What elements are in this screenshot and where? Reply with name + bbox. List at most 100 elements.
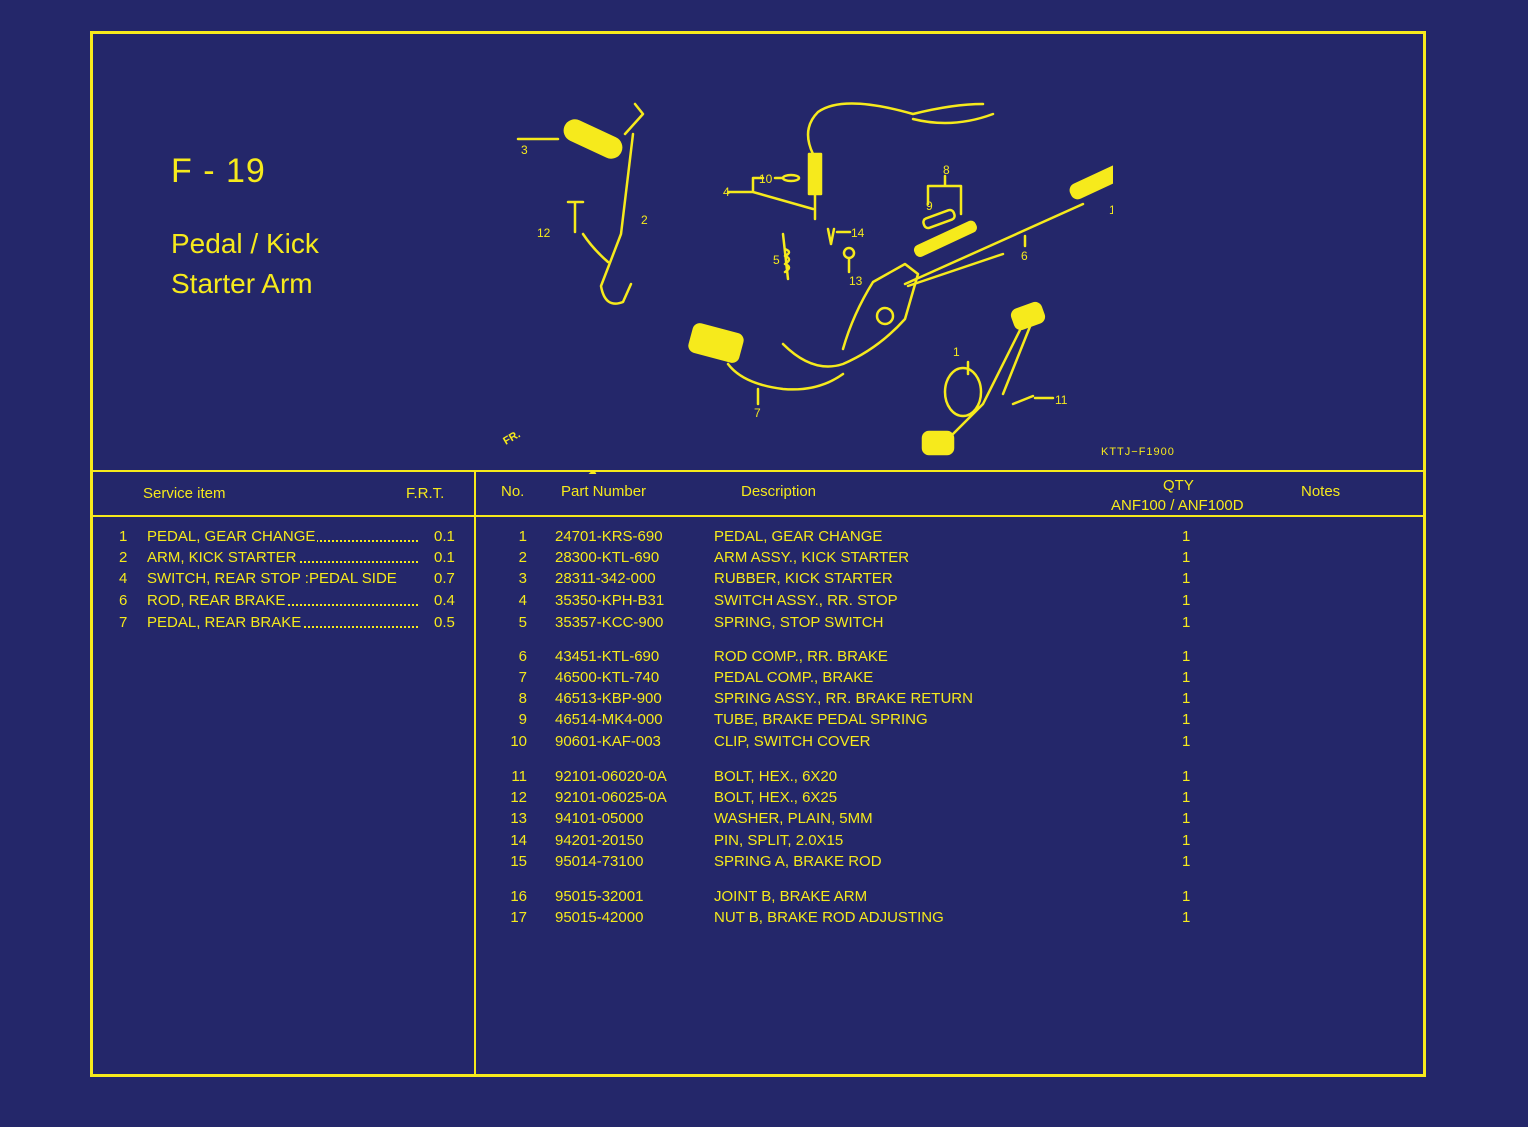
part-description: PEDAL COMP., BRAKE [714, 669, 874, 686]
service-no: 4 [119, 570, 128, 587]
callout-12: 12 [537, 226, 551, 240]
part-number: 35357-KCC-900 [555, 614, 664, 631]
service-no: 1 [119, 528, 128, 545]
service-name: ROD, REAR BRAKE [147, 592, 288, 609]
service-no: 7 [119, 614, 128, 631]
part-description: SPRING A, BRAKE ROD [714, 853, 882, 870]
part-no: 7 [518, 669, 527, 686]
part-qty: 1 [1182, 810, 1191, 827]
part-number: 90601-KAF-003 [555, 733, 661, 750]
service-frt: 0.4 [434, 592, 455, 609]
callout-6: 6 [1021, 249, 1028, 263]
part-description: ROD COMP., RR. BRAKE [714, 648, 888, 665]
service-no: 2 [119, 549, 128, 566]
part-no: 3 [518, 570, 527, 587]
service-name: PEDAL, REAR BRAKE [147, 614, 304, 631]
part-number: 92101-06025-0A [555, 789, 667, 806]
part-no: 11 [511, 768, 527, 785]
part-number: 28311-342-000 [555, 570, 656, 587]
service-row: 7 PEDAL, REAR BRAKE 0.5 [93, 614, 473, 636]
part-number: 94101-05000 [555, 810, 644, 827]
part-qty: 1 [1182, 832, 1191, 849]
callout-5: 5 [773, 253, 780, 267]
description-header: Description [741, 483, 817, 500]
part-no: 6 [518, 648, 527, 665]
service-no: 6 [119, 592, 128, 609]
service-row: 1 PEDAL, GEAR CHANGE 0.1 [93, 528, 473, 550]
part-number: 94201-20150 [555, 832, 644, 849]
part-no: 8 [518, 690, 527, 707]
part-number: 43451-KTL-690 [555, 648, 660, 665]
callout-11: 11 [1055, 393, 1068, 407]
callout-9: 9 [926, 199, 933, 213]
part-description: RUBBER, KICK STARTER [714, 570, 893, 587]
figure-title: Pedal / Kick Starter Arm [171, 224, 319, 304]
part-description: BOLT, HEX., 6X25 [714, 789, 838, 806]
service-frt: 0.1 [434, 549, 455, 566]
service-frt: 0.7 [434, 570, 455, 587]
title-line-1: Pedal / Kick [171, 228, 319, 259]
part-description: CLIP, SWITCH COVER [714, 733, 871, 750]
part-qty: 1 [1182, 733, 1191, 750]
part-number: 46500-KTL-740 [555, 669, 660, 686]
part-description: WASHER, PLAIN, 5MM [714, 810, 873, 827]
service-row: 4 SWITCH, REAR STOP :PEDAL SIDE 0.7 [93, 570, 473, 592]
part-description: PEDAL, GEAR CHANGE [714, 528, 883, 545]
brake-pedal-pad [688, 323, 744, 363]
exploded-parts-diagram: 1 2 3 4 5 6 7 8 9 10 11 12 13 14 15 16 1… [516, 102, 1113, 474]
title-line-2: Starter Arm [171, 268, 313, 299]
part-qty: 1 [1182, 669, 1191, 686]
qty-header: QTY [1163, 477, 1194, 494]
part-qty: 1 [1182, 570, 1191, 587]
table-top-rule [93, 470, 1423, 472]
part-qty: 1 [1182, 789, 1191, 806]
no-header: No. [501, 483, 525, 500]
brake-pedal [781, 262, 920, 368]
part-qty: 1 [1182, 549, 1191, 566]
part-qty: 1 [1182, 853, 1191, 870]
service-item-header: Service item [143, 485, 226, 502]
part-no: 16 [510, 888, 527, 905]
reference-code: KTTJ−F1900 [1101, 446, 1175, 458]
part-qty: 1 [1182, 768, 1191, 785]
callout-7: 7 [754, 406, 761, 420]
part-description: SPRING, STOP SWITCH [714, 614, 884, 631]
kick-starter-rubber [563, 119, 623, 159]
part-number: 24701-KRS-690 [555, 528, 663, 545]
part-no: 13 [510, 810, 527, 827]
part-number: 35350-KPH-B31 [555, 592, 665, 609]
part-no: 5 [518, 614, 527, 631]
stop-switch [806, 102, 985, 156]
part-no: 17 [510, 909, 527, 926]
callout-3: 3 [521, 143, 528, 157]
service-row: 2 ARM, KICK STARTER 0.1 [93, 549, 473, 571]
part-qty: 1 [1182, 528, 1191, 545]
callout-2: 2 [641, 213, 648, 227]
bolt-12 [566, 200, 585, 234]
figure-id: F - 19 [171, 152, 266, 190]
part-description: BOLT, HEX., 6X20 [714, 768, 838, 785]
clip-10 [781, 173, 801, 183]
callout-14: 14 [851, 226, 865, 240]
part-number: 46513-KBP-900 [555, 690, 662, 707]
part-no: 9 [518, 711, 527, 728]
part-qty: 1 [1182, 888, 1191, 905]
part-number: 92101-06020-0A [555, 768, 667, 785]
split-pin-14 [826, 227, 852, 246]
callout-4: 4 [723, 185, 730, 199]
service-frt: 0.5 [434, 614, 455, 631]
part-no: 15 [510, 853, 527, 870]
part-qty: 1 [1182, 711, 1191, 728]
gear-change-pedal [941, 317, 1035, 446]
part-number: 95015-32001 [555, 888, 644, 905]
part-description: NUT B, BRAKE ROD ADJUSTING [714, 909, 944, 926]
callout-13: 13 [849, 274, 863, 288]
service-name: SWITCH, REAR STOP :PEDAL SIDE [147, 570, 397, 587]
part-qty: 1 [1182, 909, 1191, 926]
part-number: 28300-KTL-690 [555, 549, 660, 566]
part-number-header: Part Number [561, 483, 647, 500]
callout-15: 15 [1109, 203, 1113, 217]
part-number: 95014-73100 [555, 853, 644, 870]
brake-pedal-spring-tube [922, 208, 956, 230]
service-name: ARM, KICK STARTER [147, 549, 299, 566]
